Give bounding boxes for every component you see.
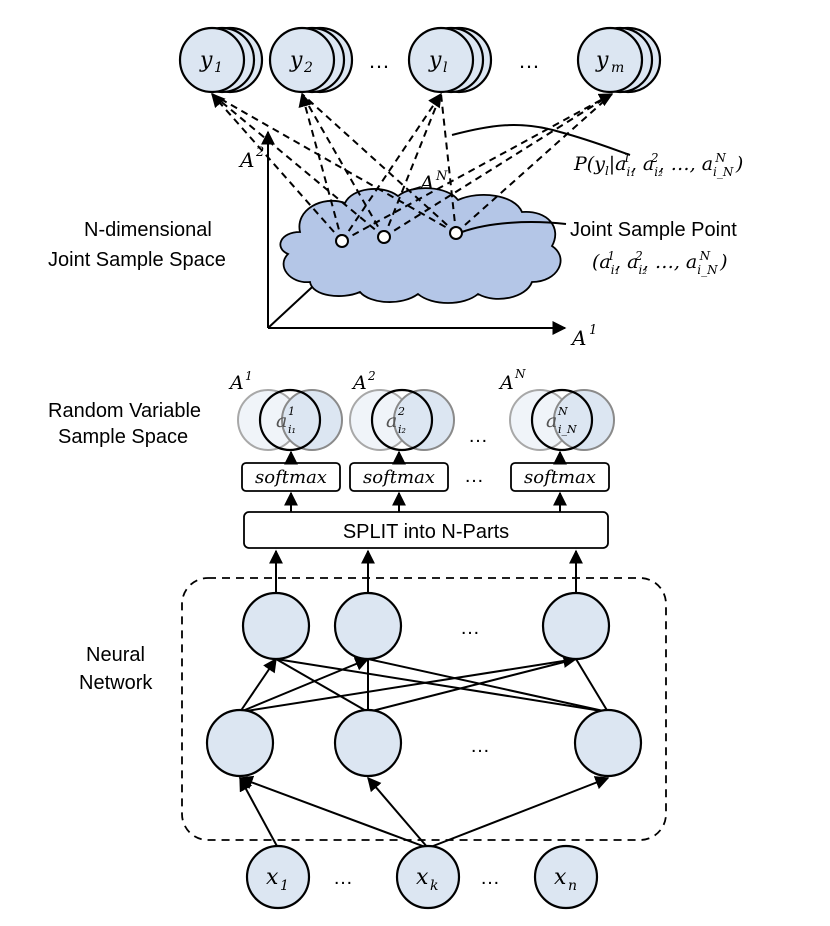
input-ellipsis-2: …	[480, 867, 500, 889]
hidden2-node-n	[541, 591, 611, 661]
input-ellipsis-1: …	[333, 867, 353, 889]
hidden-edges	[239, 654, 609, 713]
svg-text:n: n	[568, 878, 577, 894]
output-label-sub: 2	[303, 60, 313, 76]
svg-text:a: a	[546, 410, 557, 432]
output-label-sub: l	[443, 60, 447, 76]
svg-text:i₁: i₁	[288, 423, 296, 436]
svg-text:2: 2	[255, 145, 264, 160]
softmax-label-1: softmax	[255, 467, 327, 488]
svg-text:k: k	[430, 878, 438, 894]
rv-group-n: A N a N i_N	[498, 367, 615, 452]
svg-text:N-dimensional: N-dimensional	[84, 219, 212, 241]
output-label-base: y	[289, 48, 303, 73]
svg-text:N: N	[514, 367, 526, 381]
hidden1-node-1	[205, 708, 275, 778]
split-box	[243, 511, 609, 549]
input-node-x1: x 1	[245, 844, 311, 910]
probability-callout-line	[451, 124, 631, 156]
softmax-label-2: softmax	[363, 467, 435, 488]
rv-label-line1: Random Variable	[48, 400, 201, 422]
joint-space-label: N-dimensional Joint Sample Space	[48, 219, 226, 271]
axis-a1-label: A 1	[570, 323, 597, 350]
network-label-line2: Network	[79, 672, 153, 694]
svg-text:2: 2	[397, 405, 405, 418]
network-label-line1: Neural	[86, 644, 145, 666]
output-label-base: y	[595, 48, 609, 73]
rv-group-1: A 1 a 1 i₁	[228, 369, 343, 452]
probability-label: P(yl|ai₁1, ai₂2, …, ai_NN)	[573, 151, 743, 179]
output-label-sub: 1	[214, 60, 223, 76]
svg-text:1: 1	[245, 369, 253, 383]
svg-text:A: A	[498, 372, 514, 394]
joint-sample-points	[335, 226, 463, 248]
joint-sample-point	[335, 234, 349, 248]
output-label-sub: m	[611, 60, 624, 76]
svg-text:2: 2	[367, 369, 376, 383]
svg-text:i_N: i_N	[558, 423, 577, 436]
joint-point-callout-line	[461, 221, 567, 233]
output-label-base: y	[428, 48, 442, 73]
svg-text:1: 1	[589, 323, 597, 338]
hidden2-node-2	[333, 591, 403, 661]
input-node-xn: x n	[533, 844, 599, 910]
joint-sample-point	[449, 226, 463, 240]
joint-space-cloud	[279, 187, 562, 304]
output-node-yl: y l	[407, 26, 493, 94]
svg-text:x: x	[266, 865, 279, 890]
input-nodes: x 1 … x k … x n	[245, 844, 599, 910]
input-edges	[238, 775, 610, 849]
softmax-ellipsis: …	[464, 465, 484, 487]
svg-text:N: N	[435, 169, 448, 184]
joint-point-label: Joint Sample Point (ai₁1, ai₂2, …, ai_NN…	[570, 219, 737, 277]
output-node-y1: y 1	[178, 26, 264, 94]
split-layer: SPLIT into N-Parts	[243, 491, 609, 549]
output-ellipsis-1: …	[368, 48, 390, 73]
hidden2-ellipsis: …	[460, 617, 480, 639]
joint-to-output-edges	[211, 92, 614, 242]
svg-text:a: a	[386, 410, 397, 432]
svg-text:A: A	[238, 148, 254, 172]
hidden2-node-1	[241, 591, 311, 661]
rv-group-2: A 2 a 2 i₂	[349, 369, 455, 452]
joint-point-title: Joint Sample Point	[570, 219, 737, 241]
network-boundary	[181, 577, 667, 841]
svg-text:A: A	[570, 326, 586, 350]
output-label-base: y	[199, 48, 213, 73]
svg-text:1: 1	[280, 878, 289, 894]
rv-ellipsis: …	[468, 425, 488, 447]
hidden1-ellipsis: …	[470, 735, 490, 757]
svg-text:i₂: i₂	[398, 423, 406, 436]
input-node-xk: x k	[395, 844, 461, 910]
rv-label-line2: Sample Space	[58, 426, 188, 448]
output-nodes: y 1 y 2 … y l … y m	[178, 26, 662, 94]
random-variable-spaces: Random Variable Sample Space A 1 a 1 i₁ …	[48, 367, 615, 452]
softmax-layer: softmax softmax … softmax	[241, 450, 610, 492]
svg-text:Joint Sample Space: Joint Sample Space	[48, 249, 226, 271]
joint-sample-point	[377, 230, 391, 244]
output-node-y2: y 2	[268, 26, 354, 94]
neural-network: Neural Network … …	[79, 549, 667, 841]
hidden1-node-2	[333, 708, 403, 778]
output-ellipsis-2: …	[518, 48, 540, 73]
svg-text:a: a	[276, 410, 287, 432]
split-label: SPLIT into N-Parts	[343, 521, 509, 543]
svg-text:N: N	[557, 405, 568, 418]
axis-a2-label: A 2	[238, 145, 264, 172]
softmax-label-n: softmax	[524, 467, 596, 488]
output-node-ym: y m	[576, 26, 662, 94]
svg-text:x: x	[554, 865, 567, 890]
hidden1-node-n	[573, 708, 643, 778]
joint-point-tuple: (ai₁1, ai₂2, …, ai_NN)	[592, 249, 728, 277]
svg-text:A: A	[228, 372, 244, 394]
svg-text:A: A	[351, 372, 367, 394]
svg-text:x: x	[416, 865, 429, 890]
svg-text:1: 1	[288, 405, 295, 418]
svg-text:P(yl|ai₁1, ai₂2, …, ai_NN): P(yl|ai₁1, ai₂2, …, ai_NN)	[573, 151, 743, 179]
